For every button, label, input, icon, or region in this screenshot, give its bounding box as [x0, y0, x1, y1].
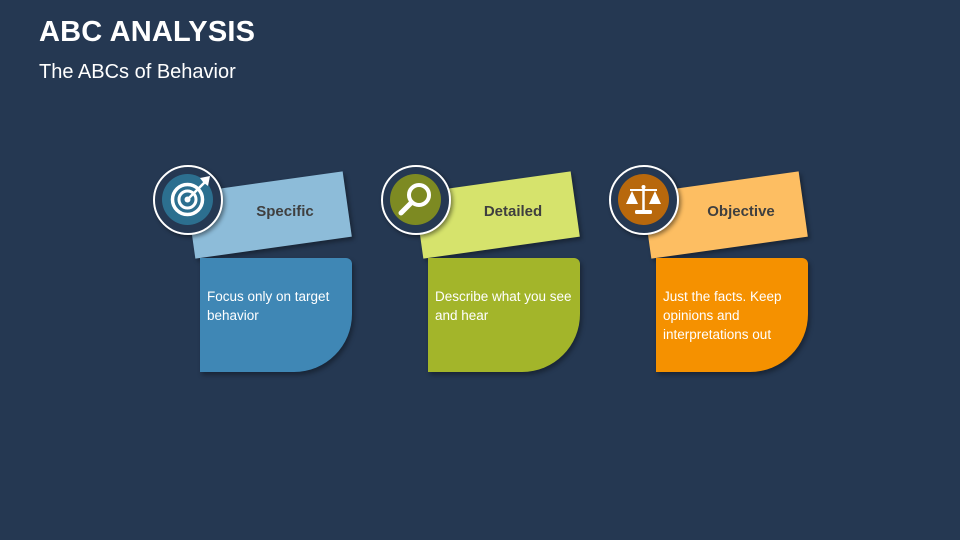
card-label: Specific — [256, 203, 314, 220]
slide-subtitle: The ABCs of Behavior — [39, 61, 236, 83]
card-body — [656, 258, 808, 372]
card-text: Just the facts. Keep opinions and interp… — [663, 289, 782, 342]
card-label: Detailed — [483, 203, 543, 220]
card-detailed: Detailed Describe what you see and hear — [376, 160, 596, 380]
card-body — [428, 258, 580, 372]
card-specific: Specific Focus only on target behavior — [148, 160, 368, 380]
icon-badge — [153, 165, 223, 235]
target-icon — [162, 174, 213, 225]
card-label: Objective — [707, 203, 775, 220]
card-objective: Objective Just the facts. Keep opinions … — [604, 160, 824, 380]
card-text: Focus only on target behavior — [207, 289, 330, 323]
magnifier-icon — [390, 174, 441, 225]
card-text: Describe what you see and hear — [435, 289, 572, 323]
slide-title: ABC ANALYSIS — [39, 16, 256, 48]
icon-badge — [609, 165, 679, 235]
icon-badge — [381, 165, 451, 235]
scales-icon — [618, 174, 669, 225]
card-body — [200, 258, 352, 372]
